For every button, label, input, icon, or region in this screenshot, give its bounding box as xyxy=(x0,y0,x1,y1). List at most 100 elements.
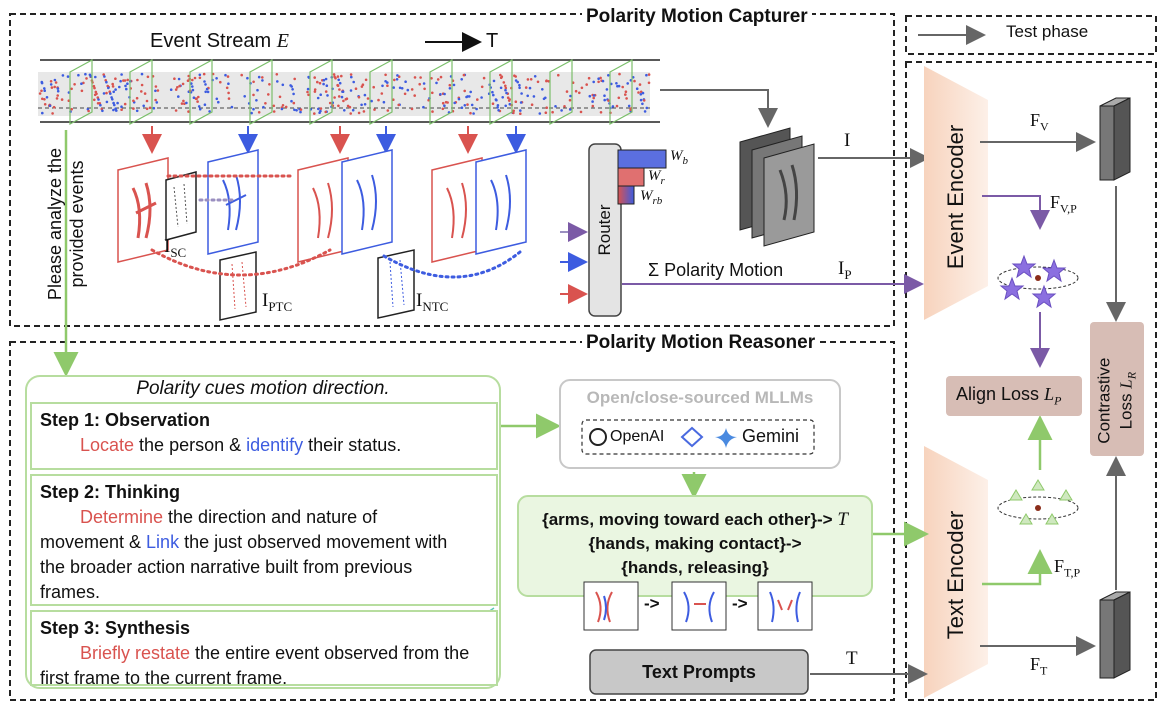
event-dot xyxy=(361,83,365,86)
event-dot xyxy=(125,87,128,91)
event-dot xyxy=(136,78,139,82)
event-dot xyxy=(617,96,621,100)
event-dot xyxy=(316,96,320,100)
event-dot xyxy=(443,92,446,96)
event-dot xyxy=(501,96,505,99)
event-dot xyxy=(154,85,158,88)
event-dot xyxy=(398,86,402,90)
event-dot xyxy=(627,104,631,108)
event-dot xyxy=(177,77,181,81)
event-dot xyxy=(406,88,410,92)
event-dot xyxy=(362,110,366,113)
event-dot xyxy=(470,103,474,107)
event-dot xyxy=(496,106,499,109)
event-dot xyxy=(198,73,202,77)
event-dot xyxy=(516,80,519,84)
event-dot xyxy=(607,99,610,102)
event-dot xyxy=(526,94,529,98)
event-dot xyxy=(435,81,438,85)
event-dot xyxy=(495,98,498,102)
output-line2: {hands, making contact}-> xyxy=(588,534,802,553)
contrastive-loss-label: Contrastive Loss LR xyxy=(1093,339,1142,463)
event-dot xyxy=(372,85,376,89)
event-dot xyxy=(499,73,502,77)
event-dot xyxy=(352,80,356,84)
event-dot xyxy=(397,75,401,78)
event-dot xyxy=(349,73,353,76)
mllm-logos-box xyxy=(581,419,815,455)
event-dot xyxy=(155,101,159,104)
event-dot xyxy=(252,80,255,84)
event-dot xyxy=(332,73,336,76)
weight-bar-b xyxy=(617,149,667,169)
event-dot xyxy=(240,73,243,77)
event-dot xyxy=(40,81,44,85)
event-dot xyxy=(316,80,319,84)
event-dot xyxy=(514,100,518,103)
event-dot xyxy=(80,89,84,93)
event-dot xyxy=(457,97,461,101)
event-dot xyxy=(642,99,646,102)
event-dot xyxy=(191,85,194,88)
f-vp-main: F xyxy=(1050,192,1061,212)
align-loss-label: Align Loss LP xyxy=(956,384,1061,409)
sigma-polarity-motion-label: Σ Polarity Motion xyxy=(648,260,784,280)
f-t-label: FT xyxy=(1030,654,1047,679)
event-dot xyxy=(292,101,296,105)
event-dot xyxy=(272,104,276,108)
event-dot xyxy=(357,95,361,99)
event-dot xyxy=(156,89,160,92)
event-dot xyxy=(448,87,452,90)
event-dot xyxy=(93,86,96,90)
event-dot xyxy=(326,94,329,97)
f-v-sub: V xyxy=(1040,119,1049,134)
event-dot xyxy=(94,75,97,79)
event-dot xyxy=(514,79,518,82)
output-mini-frames xyxy=(583,581,813,631)
event-dot xyxy=(225,86,229,90)
event-dot xyxy=(633,79,636,83)
feature-v-block xyxy=(1099,97,1131,181)
event-dot xyxy=(120,73,123,76)
t-prompt-label: T xyxy=(846,648,858,669)
i-ptc-main: I xyxy=(262,290,269,311)
event-dot xyxy=(318,81,322,85)
event-dot xyxy=(120,108,123,111)
event-dot xyxy=(180,102,184,105)
event-dot xyxy=(324,110,328,114)
gemini-icon xyxy=(715,428,737,448)
event-dot xyxy=(111,82,114,86)
i-ntc-main: I xyxy=(416,290,423,311)
event-dot xyxy=(386,109,390,112)
reasoner-box xyxy=(9,341,895,701)
event-dot xyxy=(463,104,467,107)
event-dot xyxy=(499,86,503,90)
event-dot xyxy=(533,75,537,78)
f-tp-sub: T,P xyxy=(1064,565,1081,580)
event-dot xyxy=(123,79,127,82)
step1-mid: the person & xyxy=(134,435,247,455)
event-dot xyxy=(295,109,298,112)
event-dot xyxy=(563,105,566,108)
step3-end: the entire event observed from the first… xyxy=(40,643,470,688)
event-dot xyxy=(491,102,495,105)
event-dot xyxy=(135,109,139,113)
event-dot xyxy=(219,80,222,84)
event-dot xyxy=(80,82,83,85)
output-line3: {hands, releasing} xyxy=(621,558,769,577)
w-r-label: Wr xyxy=(648,168,665,187)
event-dot xyxy=(187,74,190,78)
event-dot xyxy=(554,105,557,108)
event-dot xyxy=(290,99,293,103)
event-dot xyxy=(460,106,464,109)
test-phase-label: Test phase xyxy=(1006,22,1089,41)
event-dot xyxy=(113,103,116,107)
event-dot xyxy=(410,107,414,111)
event-dot xyxy=(197,105,201,108)
event-dot xyxy=(51,112,54,115)
openai-label: OpenAI xyxy=(610,428,665,445)
event-dot xyxy=(319,109,322,113)
contrastive-line2-text: Loss xyxy=(1116,393,1136,430)
event-dot xyxy=(502,81,506,84)
text-prompts-label: Text Prompts xyxy=(642,662,756,682)
